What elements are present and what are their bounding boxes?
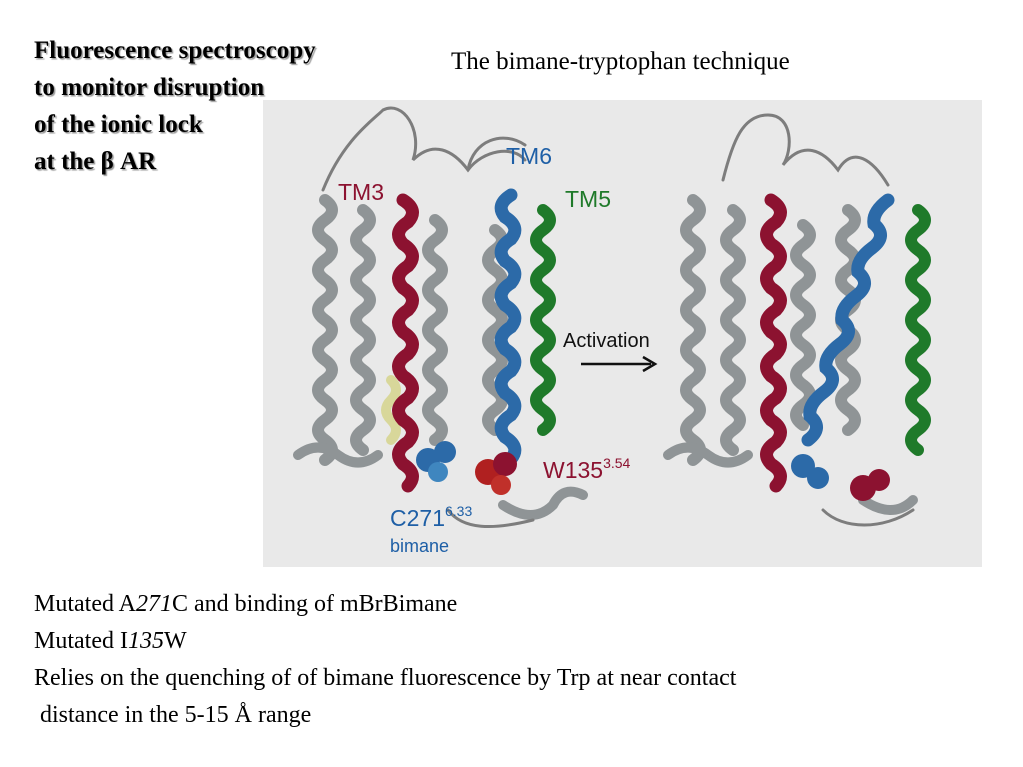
bullet-line: distance in the 5-15 Å range (34, 702, 312, 728)
tm6-label: TM6 (506, 143, 552, 169)
helix-illustration: TM6 TM3 TM5 Activation W1353.54 C2716.33… (293, 106, 931, 556)
loop-strand (721, 113, 890, 187)
loop-strand (466, 136, 527, 172)
helix-gray (680, 194, 706, 466)
helix-tm5 (905, 204, 931, 456)
tm5-label: TM5 (565, 186, 611, 212)
loop-strand (821, 508, 915, 527)
loop-strand (321, 106, 527, 192)
helix-tm6 (494, 188, 522, 466)
figure-caption: The bimane-tryptophan technique (451, 48, 790, 75)
bimane-label: bimane (390, 536, 449, 556)
helix-gray (790, 219, 816, 431)
c271-label: C2716.33 (390, 503, 472, 531)
trp-sphere (868, 469, 890, 491)
inactive-receptor (293, 106, 588, 529)
helix-gray (312, 194, 338, 466)
title-line: at the β AR (34, 148, 157, 175)
helix-tm5 (530, 204, 556, 436)
title-line: of the ionic lock (34, 111, 203, 138)
receptor-structure-figure: TM6 TM3 TM5 Activation W1353.54 C2716.33… (263, 100, 982, 567)
bullet-line: Mutated A271C and binding of mBrBimane (34, 591, 458, 617)
bimane-sphere (434, 441, 456, 463)
bimane-sphere (807, 467, 829, 489)
helix-yellow (381, 375, 401, 445)
loop-strand (293, 442, 588, 520)
activation-arrow (581, 355, 658, 373)
w135-label: W1353.54 (543, 455, 631, 483)
bullet-list: Mutated A271C and binding of mBrBimane M… (34, 586, 736, 734)
trp-sphere (493, 452, 517, 476)
activation-label: Activation (563, 330, 650, 352)
title-line: Fluorescence spectroscopy (34, 37, 316, 64)
bimane-sphere (428, 462, 448, 482)
bullet-line: Mutated I135W (34, 628, 187, 654)
loop-strand (663, 442, 918, 515)
slide-title: Fluorescence spectroscopy to monitor dis… (34, 32, 316, 180)
helix-tm3 (392, 193, 419, 493)
tm3-label: TM3 (338, 179, 384, 205)
trp-sphere (491, 475, 511, 495)
helix-gray (422, 214, 448, 446)
helix-tm3 (760, 193, 787, 493)
helix-tm6 (801, 193, 895, 447)
title-line: to monitor disruption (34, 74, 265, 101)
helix-gray (720, 204, 746, 456)
helix-gray (350, 204, 376, 456)
bullet-line: Relies on the quenching of of bimane flu… (34, 665, 737, 691)
loop-strand (446, 508, 535, 529)
active-receptor (663, 113, 931, 527)
